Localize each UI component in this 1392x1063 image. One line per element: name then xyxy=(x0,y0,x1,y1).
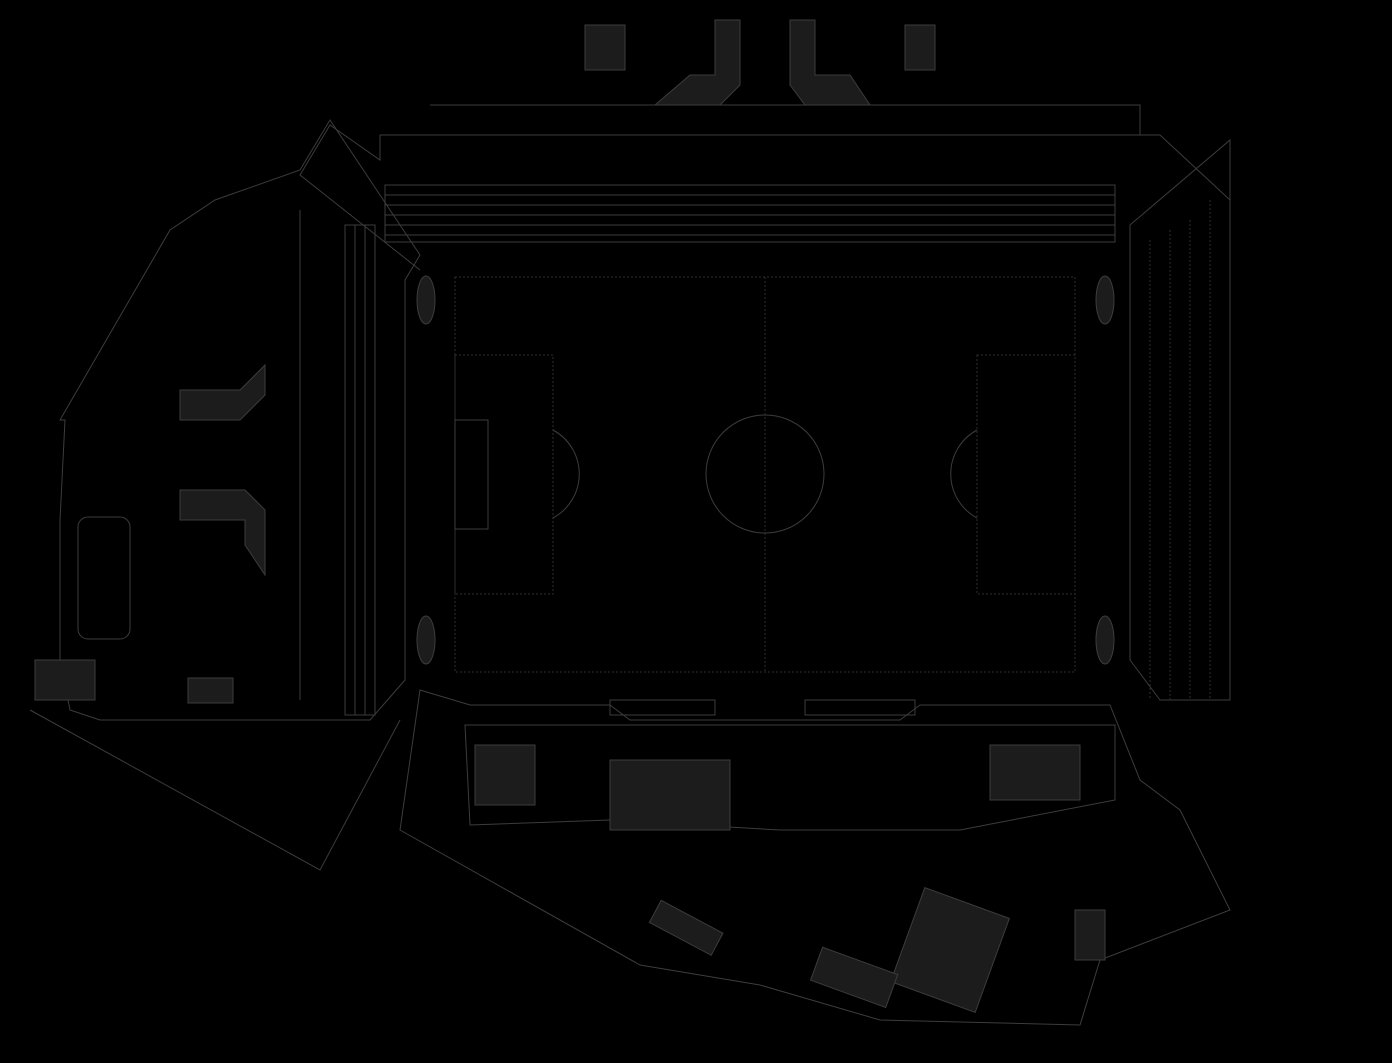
corner-feature xyxy=(1095,615,1115,665)
stair-block xyxy=(179,489,266,577)
goal-area-left xyxy=(454,419,489,530)
corner-feature xyxy=(416,275,436,325)
pitch xyxy=(416,275,1115,673)
south-building xyxy=(399,689,1231,1026)
north-stand xyxy=(299,19,1231,271)
stair-block xyxy=(179,363,266,421)
penalty-area-right xyxy=(976,354,1076,595)
corner-feature xyxy=(1095,275,1115,325)
stair-block xyxy=(653,19,741,106)
penalty-arc-left xyxy=(552,429,580,519)
penalty-arc-right xyxy=(950,429,978,519)
stand-rows xyxy=(384,184,1116,243)
penalty-area-left xyxy=(454,354,554,595)
stair-block xyxy=(789,19,871,106)
west-building xyxy=(29,119,421,871)
east-stand xyxy=(1129,138,1231,701)
corner-feature xyxy=(416,615,436,665)
west-stand xyxy=(344,224,376,716)
center-circle xyxy=(705,414,825,534)
